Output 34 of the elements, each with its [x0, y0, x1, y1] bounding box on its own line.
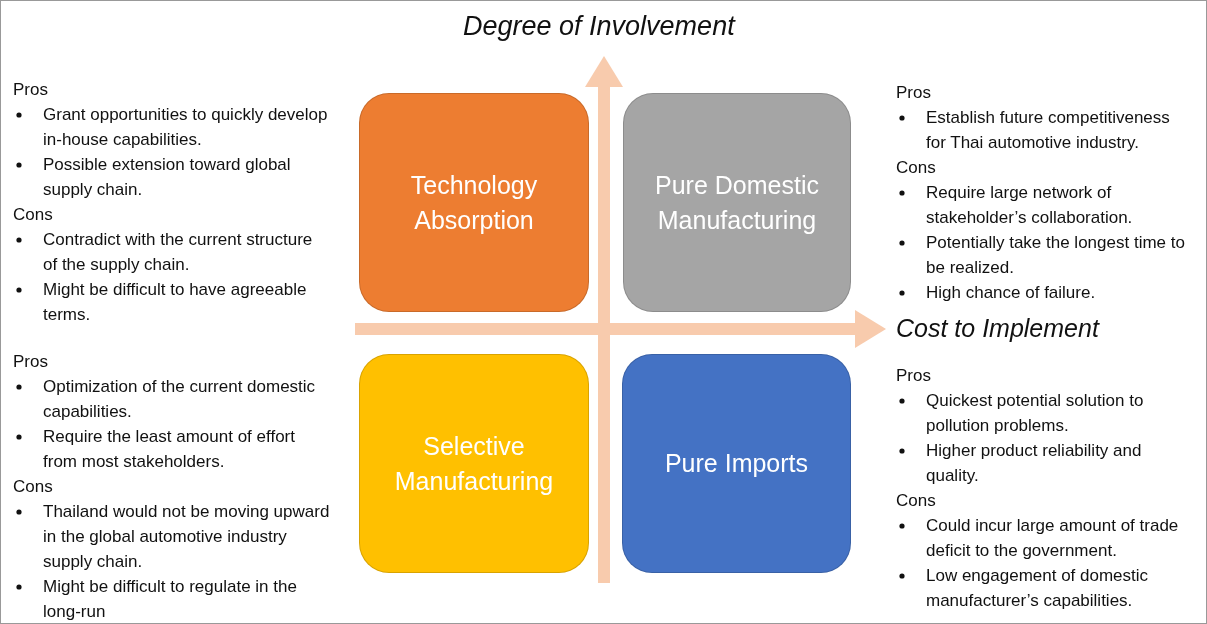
bullet-text: Establish future competitiveness for Thai automotive industry. — [926, 107, 1171, 154]
section-heading: Pros — [13, 351, 49, 373]
axis-title: Degree of Involvement — [463, 11, 735, 42]
axis-title: Cost to Implement — [896, 314, 1099, 343]
section-heading: Cons — [13, 204, 54, 226]
quadrant-box — [622, 354, 851, 573]
bullet-text: Require the least amount of effort from most stakeholders. — [43, 426, 296, 473]
quadrant-label: Selective Manufacturing — [393, 430, 555, 497]
bullet-text: Might be difficult to have agreeable terms. — [43, 279, 308, 326]
bullet-text: Higher product reliability and quality. — [926, 440, 1143, 487]
bullet-text: Low engagement of domestic manufacturer’s capabilities. — [926, 565, 1150, 612]
bullet-text: Thailand would not be moving upward in the global automotive industry supply chain. — [43, 501, 331, 573]
bullet-text: Quickest potential solution to pollution problems. — [926, 390, 1145, 437]
bullet-text: Optimization of the current domestic capabilities. — [43, 376, 317, 423]
bullet-text: Possible extension toward global supply chain. — [43, 154, 292, 201]
quadrant-label: Technology Absorption — [409, 169, 539, 236]
quadrant-label: Pure Imports — [663, 448, 810, 479]
quadrant-box — [359, 354, 589, 573]
section-heading: Pros — [13, 79, 49, 101]
bullet-text: Contradict with the current structure of the supply chain. — [43, 229, 314, 276]
bullet-text: Grant opportunities to quickly develop in-house capabilities. — [43, 104, 329, 151]
quadrant-box — [359, 93, 589, 312]
bullet-text: Could incur large amount of trade deficit to the government. — [926, 515, 1180, 562]
bullet-text: Require large network of stakeholder’s collaboration. — [926, 182, 1134, 229]
section-heading: Cons — [896, 157, 937, 179]
bullet-text: Potentially take the longest time to be realized. — [926, 232, 1186, 279]
quadrant-box — [623, 93, 851, 312]
section-heading: Cons — [13, 476, 54, 498]
section-heading: Cons — [896, 490, 937, 512]
bullet-text: High chance of failure. — [926, 282, 1097, 304]
quadrant-label: Pure Domestic Manufacturing — [654, 169, 820, 236]
bullet-text: Might be difficult to regulate in the long-run — [43, 576, 298, 623]
section-heading: Pros — [896, 82, 932, 104]
section-heading: Pros — [896, 365, 932, 387]
